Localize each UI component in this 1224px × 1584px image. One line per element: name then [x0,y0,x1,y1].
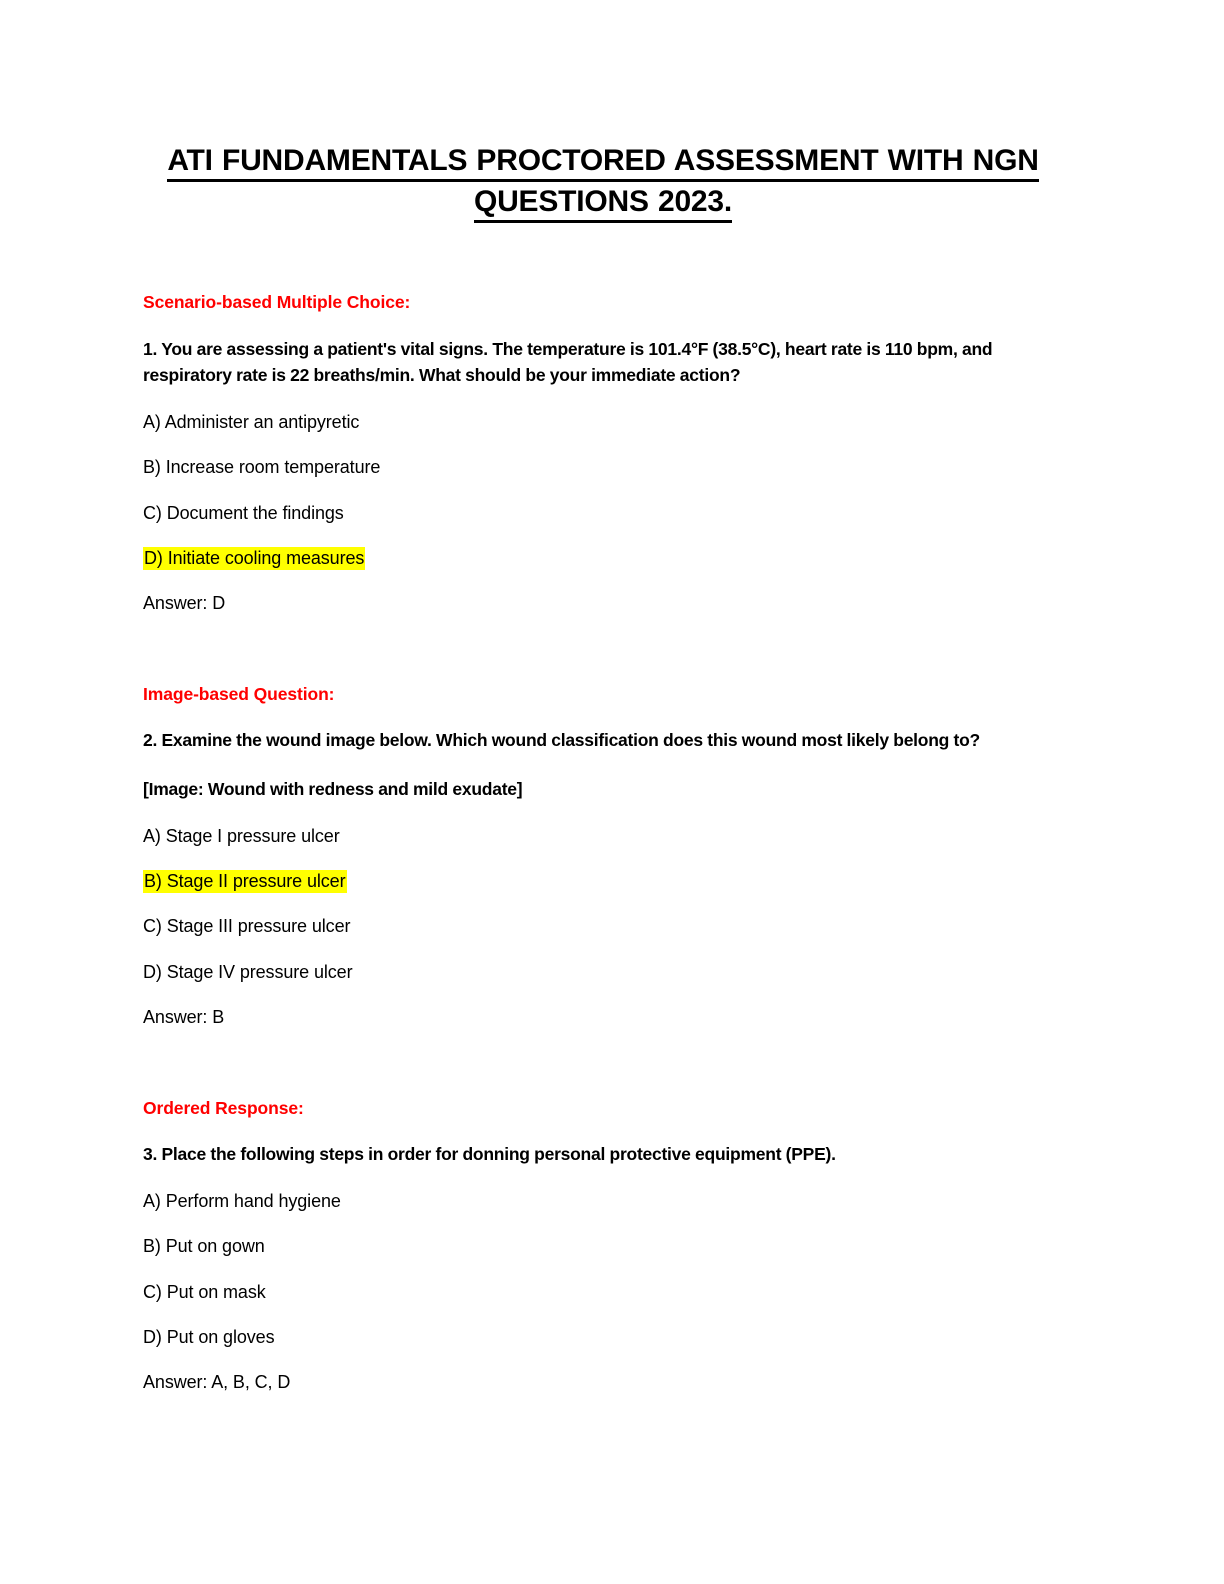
document-body: ATI FUNDAMENTALS PROCTORED ASSESSMENT WI… [143,0,1063,1395]
answer-option[interactable]: A) Administer an antipyretic [143,411,1063,434]
answer-option[interactable]: A) Perform hand hygiene [143,1190,1063,1213]
answer-option-label: C) Stage III pressure ulcer [143,916,351,937]
answer-option-label: B) Put on gown [143,1236,265,1257]
section-heading: Image-based Question: [143,683,335,704]
section-ordered-response: Ordered Response: 3. Place the following… [143,1097,1063,1395]
section-scenario-based-multiple-choice: Scenario-based Multiple Choice: 1. You a… [143,291,1063,616]
answer-option-label: D) Stage IV pressure ulcer [143,961,353,982]
answer-option[interactable]: D) Stage IV pressure ulcer [143,961,1063,984]
answer-option[interactable]: B) Put on gown [143,1235,1063,1258]
section-heading: Scenario-based Multiple Choice: [143,291,411,312]
page-title-text: ATI FUNDAMENTALS PROCTORED ASSESSMENT WI… [167,144,1039,224]
answer-option-label: C) Put on mask [143,1281,266,1302]
answer-option-label: A) Administer an antipyretic [143,411,360,432]
section-image-based-question: Image-based Question: 2. Examine the wou… [143,683,1063,1030]
answer-option-label: C) Document the findings [143,502,344,523]
answer-option-label: D) Put on gloves [143,1327,275,1348]
answer-option-label: A) Perform hand hygiene [143,1190,341,1211]
answer-option[interactable]: B) Increase room temperature [143,456,1063,479]
answer-key: Answer: D [143,593,226,614]
answer-option-label: B) Increase room temperature [143,457,381,478]
answer-option-label: B) Stage II pressure ulcer [143,870,347,893]
image-placeholder-text: [Image: Wound with redness and mild exud… [143,779,523,800]
answer-key: Answer: A, B, C, D [143,1372,291,1393]
answer-key: Answer: B [143,1007,225,1028]
answer-option[interactable]: C) Put on mask [143,1281,1063,1304]
question-stem: 3. Place the following steps in order fo… [143,1144,836,1165]
answer-option-highlighted[interactable]: B) Stage II pressure ulcer [143,870,1063,893]
question-stem: 1. You are assessing a patient's vital s… [143,338,993,386]
answer-option-label: D) Initiate cooling measures [143,546,366,570]
answer-option-label: A) Stage I pressure ulcer [143,825,340,846]
answer-option[interactable]: D) Put on gloves [143,1326,1063,1349]
question-stem: 2. Examine the wound image below. Which … [143,730,980,751]
answer-option[interactable]: C) Document the findings [143,502,1063,525]
answer-option-highlighted[interactable]: D) Initiate cooling measures [143,546,1063,570]
page-title: ATI FUNDAMENTALS PROCTORED ASSESSMENT WI… [143,0,1063,224]
answer-option[interactable]: A) Stage I pressure ulcer [143,825,1063,848]
answer-option[interactable]: C) Stage III pressure ulcer [143,915,1063,938]
section-heading: Ordered Response: [143,1097,304,1118]
